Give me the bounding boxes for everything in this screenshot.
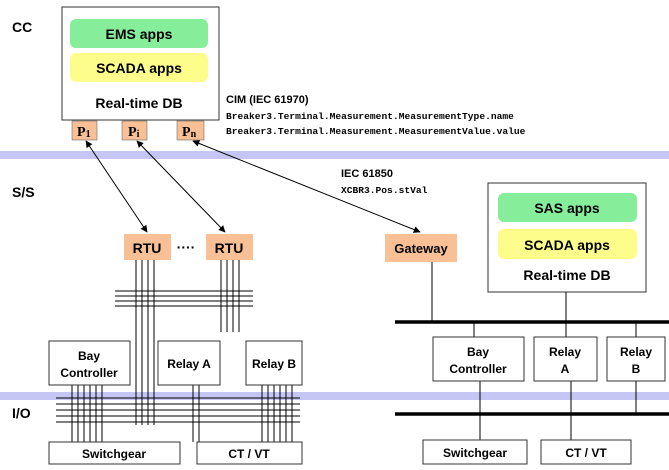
- left-relay-a-label: Relay A: [167, 357, 211, 371]
- rtu-1-label: RTU: [133, 240, 162, 256]
- ss-scada-apps-label: SCADA apps: [524, 237, 610, 253]
- link-pn-gateway: [192, 140, 421, 233]
- cc-ss-band: [0, 151, 669, 159]
- left-bay-controller-label-2: Controller: [60, 366, 118, 380]
- ss-io-band: [0, 392, 669, 400]
- gateway-box: [385, 234, 457, 262]
- right-network: [395, 262, 669, 440]
- port-pi: Pi: [121, 120, 148, 141]
- right-relay-b-box: [606, 336, 666, 382]
- layer-label-io: I/O: [12, 405, 31, 421]
- cim-title: CIM (IEC 61970): [226, 94, 309, 106]
- rtu-2-box: [206, 234, 253, 260]
- rtu-ellipsis: ····: [177, 239, 196, 255]
- right-bay-controller-label-2: Controller: [449, 362, 507, 376]
- left-switchgear-label: Switchgear: [82, 447, 146, 461]
- left-bay-controller-box: [48, 340, 131, 386]
- iec61850-title: IEC 61850: [341, 168, 393, 180]
- rtu-1-box: [124, 234, 171, 260]
- right-ctvt-label: CT / VT: [565, 446, 607, 460]
- rtu-2-label: RTU: [215, 240, 244, 256]
- right-relay-a-label: Relay: [549, 345, 581, 359]
- iec61850-path: XCBR3.Pos.stVal: [341, 185, 428, 196]
- left-ctvt-label: CT / VT: [228, 447, 270, 461]
- right-relay-b-label-2: B: [632, 362, 641, 376]
- port-pn: Pn: [176, 120, 205, 141]
- cim-path-value: Breaker3.Terminal.Measurement.Measuremen…: [226, 126, 526, 137]
- cc-scada-apps-box: [70, 53, 208, 82]
- sas-apps-box: [498, 193, 637, 222]
- cc-scada-apps-label: SCADA apps: [96, 60, 182, 76]
- svg-text:Pi: Pi: [128, 125, 140, 140]
- right-switchgear-label: Switchgear: [443, 446, 507, 460]
- left-bay-controller-label: Bay: [78, 349, 100, 363]
- right-switchgear-box: [422, 439, 528, 465]
- svg-text:P1: P1: [77, 125, 91, 140]
- svg-text:Pn: Pn: [182, 125, 197, 140]
- left-switchgear-box: [48, 441, 181, 465]
- left-relay-b-box: [245, 340, 303, 386]
- right-bay-controller-box: [432, 336, 525, 382]
- right-ctvt-box: [540, 439, 632, 465]
- left-relay-a-box: [157, 340, 221, 386]
- layer-label-ss: S/S: [12, 184, 35, 200]
- gateway-label: Gateway: [394, 241, 448, 256]
- left-relay-b-label: Relay B: [252, 357, 296, 371]
- port-p1: P1: [71, 120, 98, 141]
- right-relay-b-label: Relay: [620, 345, 652, 359]
- ss-scada-apps-box: [498, 229, 637, 259]
- ems-apps-box: [70, 19, 208, 48]
- layer-label-cc: CC: [12, 19, 32, 35]
- left-hardwiring: [56, 260, 300, 442]
- sas-apps-label: SAS apps: [534, 200, 600, 216]
- cim-path-name: Breaker3.Terminal.Measurement.Measuremen…: [226, 111, 514, 122]
- right-relay-a-label-2: A: [561, 362, 570, 376]
- right-bay-controller-label: Bay: [467, 345, 489, 359]
- ems-apps-label: EMS apps: [106, 26, 173, 42]
- ss-realtime-db-label: Real-time DB: [523, 267, 610, 283]
- cc-realtime-db-label: Real-time DB: [95, 95, 182, 111]
- left-ctvt-box: [196, 441, 303, 465]
- right-relay-a-box: [533, 336, 598, 382]
